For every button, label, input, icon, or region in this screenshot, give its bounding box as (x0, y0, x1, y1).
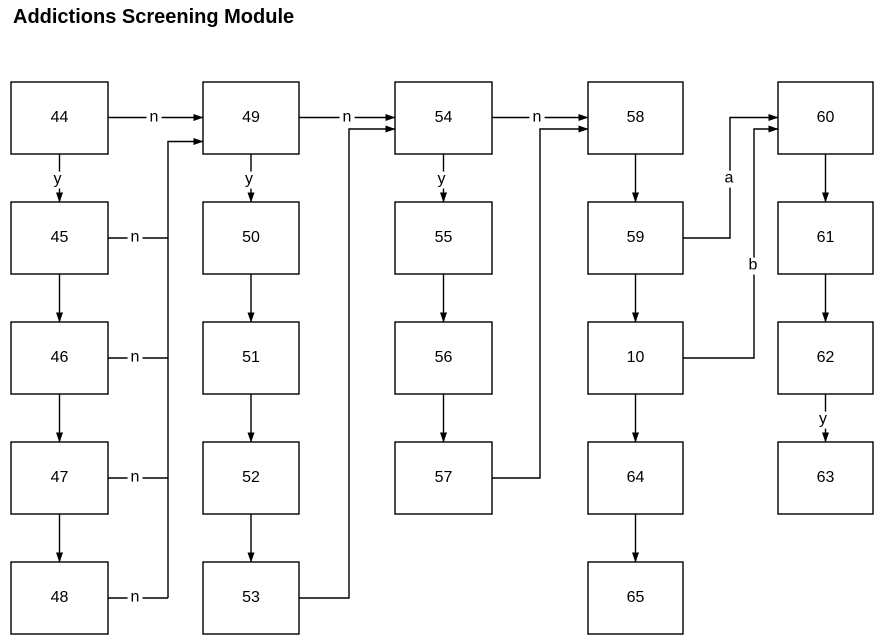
node-box-53 (202, 561, 300, 635)
node-box-57 (394, 441, 493, 515)
node-10: 10 (626, 349, 645, 366)
edge-10-b-to-60 (683, 125, 779, 359)
node-box-58 (587, 81, 684, 155)
node-52: 52 (242, 469, 260, 486)
node-57: 57 (434, 469, 453, 486)
node-55: 55 (434, 229, 453, 246)
node-box-51 (202, 321, 300, 395)
edge-label-y-62-to-63: y (816, 411, 830, 429)
node-box-50 (202, 201, 300, 275)
node-53: 53 (242, 589, 260, 606)
edge-label-n-46-n-branch: n (127, 349, 143, 367)
edge-label-n-54-to-58: n (529, 108, 545, 126)
edge-53-loop-to-54 (299, 125, 396, 599)
edge-label-n-49-to-54: n (339, 108, 355, 126)
node-box-63 (777, 441, 874, 515)
node-59: 59 (626, 229, 645, 246)
node-56: 56 (434, 349, 453, 366)
edge-label-n-47-n-branch: n (127, 469, 143, 487)
node-45: 45 (50, 229, 69, 246)
node-box-64 (587, 441, 684, 515)
node-44: 44 (50, 109, 69, 126)
node-box-60 (777, 81, 874, 155)
node-54: 54 (434, 109, 453, 126)
node-63: 63 (816, 469, 835, 486)
edge-label-y-49-to-50: y (242, 171, 256, 189)
edge-label-n-48-n-branch: n (127, 589, 143, 607)
node-64: 64 (626, 469, 645, 486)
node-box-55 (394, 201, 493, 275)
edge-label-n-45-n-branch: n (127, 229, 143, 247)
node-62: 62 (816, 349, 835, 366)
edge-label-b-10-b-to-60: b (745, 257, 761, 275)
node-box-62 (777, 321, 874, 395)
node-47: 47 (50, 469, 69, 486)
node-58: 58 (626, 109, 645, 126)
node-65: 65 (626, 589, 645, 606)
node-46: 46 (50, 349, 69, 366)
edge-label-y-44-to-45: y (50, 171, 65, 189)
node-61: 61 (816, 229, 835, 246)
node-box-61 (777, 201, 874, 275)
edge-label-n-44-to-49: n (146, 108, 162, 126)
edge-n-trunk-to-49 (167, 138, 204, 598)
node-49: 49 (242, 109, 260, 126)
node-box-52 (202, 441, 300, 515)
node-60: 60 (816, 109, 835, 126)
edge-label-y-54-to-55: y (434, 171, 449, 189)
edge-57-loop-to-58 (492, 125, 589, 479)
node-51: 51 (242, 349, 260, 366)
edge-label-a-59-a-to-60: a (721, 170, 737, 188)
node-box-49 (202, 81, 300, 155)
node-48: 48 (50, 589, 69, 606)
node-box-56 (394, 321, 493, 395)
node-box-54 (394, 81, 493, 155)
page-title: Addictions Screening Module (13, 6, 295, 28)
node-50: 50 (242, 229, 260, 246)
